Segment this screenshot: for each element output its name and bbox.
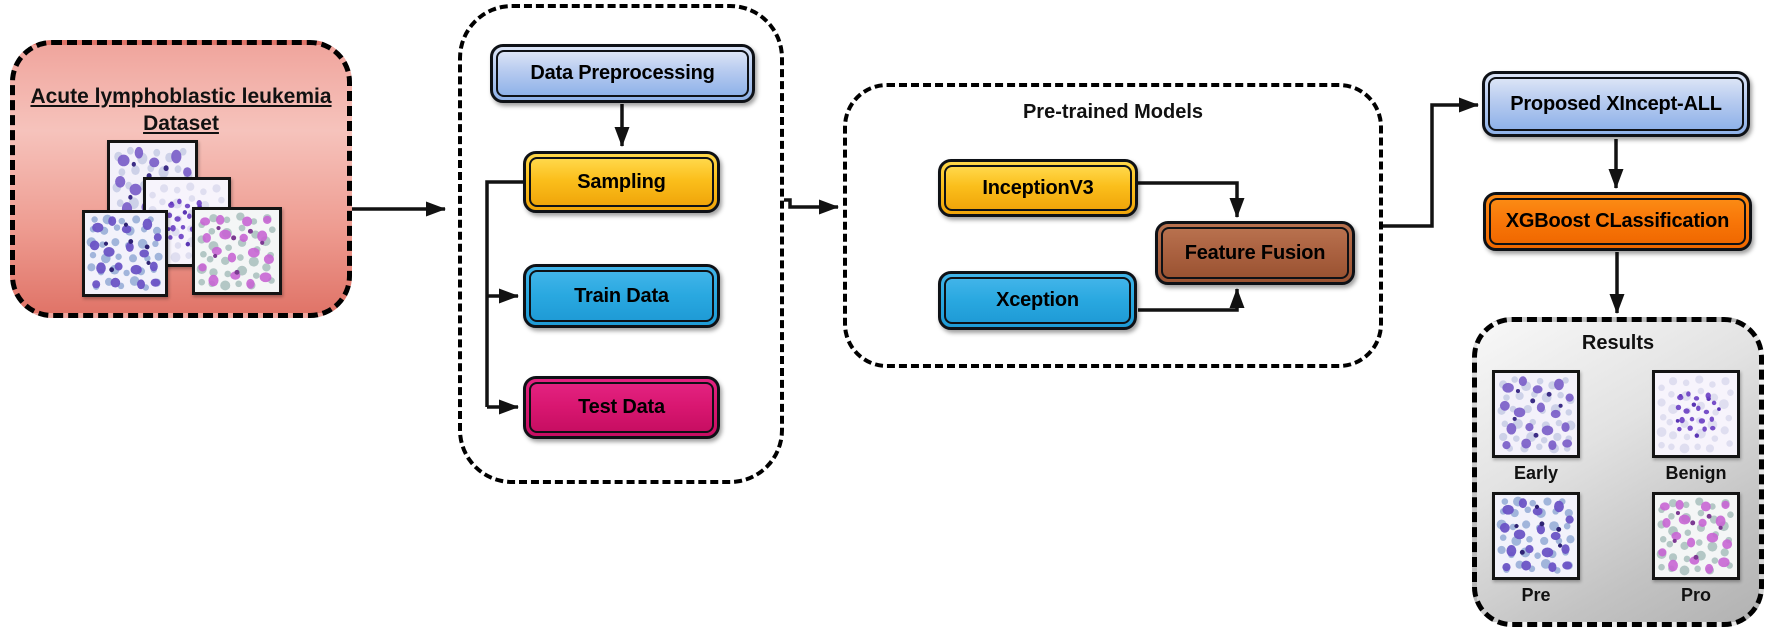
microscopy-image-pro [1652, 492, 1740, 580]
sampling-node: Sampling [523, 151, 720, 213]
xception-node: Xception [938, 271, 1137, 330]
result-label-pre: Pre [1521, 585, 1551, 605]
microscopy-image-pre [1492, 492, 1580, 580]
data-preprocessing-label: Data Preprocessing [496, 50, 749, 97]
microscopy-image-sample-left [82, 210, 168, 297]
results-title: Results [1581, 332, 1655, 354]
pretrained-models-title: Pre-trained Models [1022, 101, 1204, 123]
dataset-title-line2: Dataset [143, 112, 219, 136]
train-data-label: Train Data [529, 270, 714, 322]
arrow-samplinggroup-to-pretrained [784, 198, 839, 215]
data-preprocessing-node: Data Preprocessing [490, 44, 755, 103]
sampling-label: Sampling [529, 157, 714, 207]
inceptionv3-label: InceptionV3 [944, 165, 1132, 211]
dataset-title-line1: Acute lymphoblastic leukemia [30, 85, 332, 108]
test-data-label: Test Data [529, 382, 714, 433]
test-data-node: Test Data [523, 376, 720, 439]
xgboost-classification-label: XGBoost CLassification [1489, 198, 1746, 245]
sampling-group-container [458, 4, 784, 484]
microscopy-image-sample-right [192, 207, 282, 295]
result-label-early: Early [1513, 463, 1559, 483]
xception-label: Xception [944, 277, 1131, 324]
xgboost-classification-node: XGBoost CLassification [1483, 192, 1752, 251]
results-container: Results Early Benign Pre Pro [1472, 317, 1764, 627]
inceptionv3-node: InceptionV3 [938, 159, 1138, 217]
microscopy-image-early [1492, 370, 1580, 458]
dataset-title: Acute lymphoblastic leukemia Dataset [15, 83, 347, 138]
train-data-node: Train Data [523, 264, 720, 328]
proposed-xincept-all-label: Proposed XIncept-ALL [1488, 77, 1744, 131]
arrow-pretrained-to-proposed [1383, 97, 1479, 228]
pretrained-models-container: Pre-trained Models [843, 83, 1383, 368]
result-label-pro: Pro [1680, 585, 1711, 605]
feature-fusion-node: Feature Fusion [1155, 221, 1355, 285]
dataset-box: Acute lymphoblastic leukemia Dataset [10, 40, 352, 318]
result-label-benign: Benign [1665, 463, 1727, 483]
proposed-xincept-all-node: Proposed XIncept-ALL [1482, 71, 1750, 137]
feature-fusion-label: Feature Fusion [1161, 227, 1349, 279]
microscopy-image-benign [1652, 370, 1740, 458]
